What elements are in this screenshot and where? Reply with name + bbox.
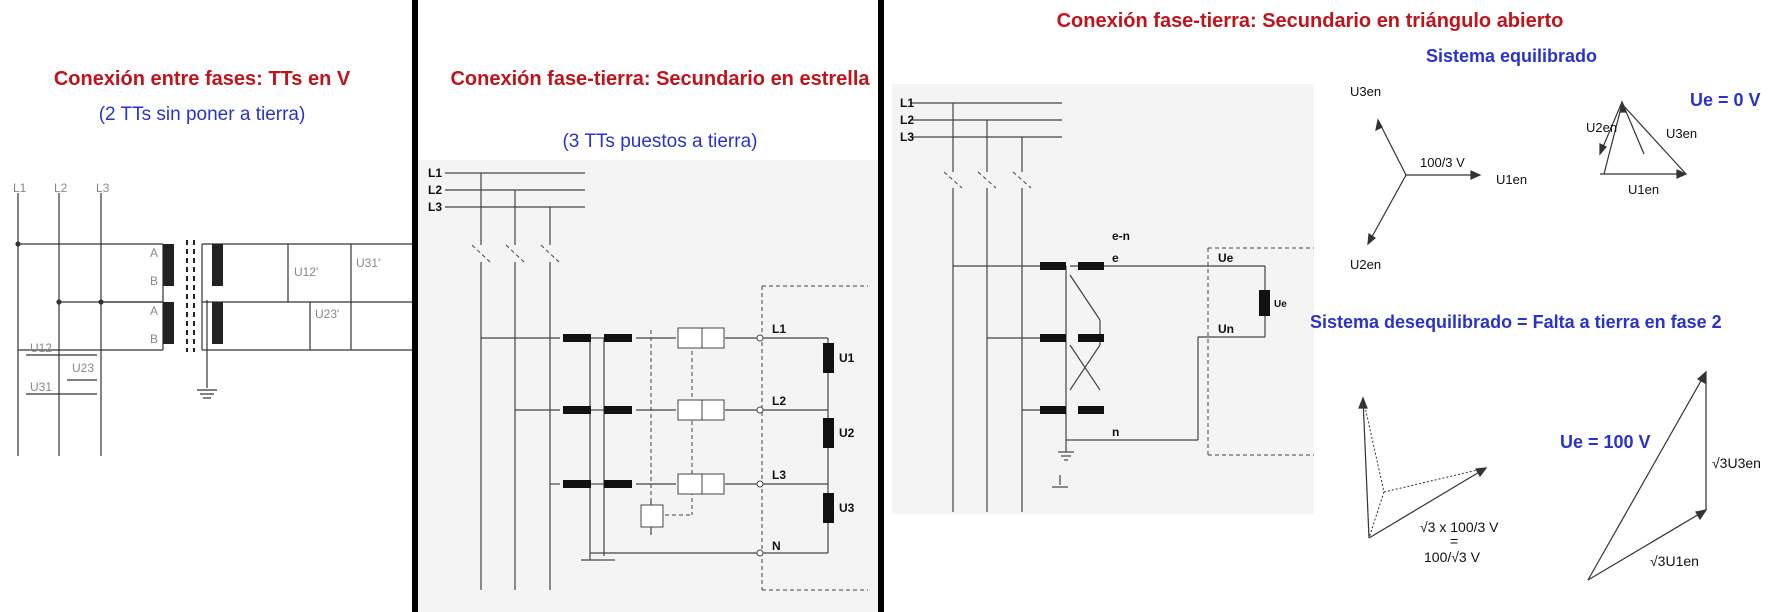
- p1-terminal-a1: A: [150, 246, 158, 260]
- panel3-open-delta-diagram: L1 L2 L3 e-n e n Ue Un Ue: [892, 84, 1314, 514]
- balanced-phasor-diagrams: U3en U1en U2en 100/3 V U2en U3en U1en: [1350, 84, 1697, 272]
- p2-meter-u3: U3: [839, 501, 855, 515]
- p1-terminal-b2: B: [150, 332, 158, 346]
- balanced-tri-u3en: U3en: [1666, 126, 1697, 141]
- p2-meter-u1: U1: [839, 351, 855, 365]
- p3-winding-label: e-n: [1112, 229, 1130, 243]
- p2-terminal-n: N: [772, 539, 781, 553]
- p3-terminal-e: e: [1112, 251, 1119, 265]
- unbalanced-heading: Sistema desequilibrado = Falta a tierra …: [1310, 312, 1722, 332]
- p1-line-label-2: L2: [54, 181, 68, 195]
- divider-left: [412, 0, 418, 612]
- balanced-tri-u2en: U2en: [1586, 120, 1617, 135]
- p2-line-label-1: L1: [428, 166, 442, 180]
- p3-line-label-1: L1: [900, 96, 914, 110]
- balanced-heading: Sistema equilibrado: [1426, 46, 1598, 66]
- p1-line-label-1: L1: [13, 181, 27, 195]
- p1-voltage-u31p: U31': [356, 256, 380, 270]
- p1-voltage-u23: U23: [72, 361, 94, 375]
- p1-voltage-u12p: U12': [294, 265, 318, 279]
- panel3-title: Conexión fase-tierra: Secundario en triá…: [1056, 10, 1564, 32]
- p2-line-label-2: L2: [428, 183, 442, 197]
- p3-line-label-3: L3: [900, 130, 914, 144]
- balanced-u3en-label: U3en: [1350, 84, 1381, 99]
- p1-line-label-3: L3: [96, 181, 110, 195]
- p2-meter-u2: U2: [839, 426, 855, 440]
- panel1-title: Conexión entre fases: TTs en V: [53, 68, 351, 90]
- balanced-ue-label: Ue = 0 V: [1690, 90, 1761, 110]
- unbalanced-side-bottom: √3U1en: [1650, 553, 1699, 569]
- panel1-subtitle: (2 TTs sin poner a tierra): [98, 104, 306, 125]
- balanced-u2en-label: U2en: [1350, 257, 1381, 272]
- panel2-title: Conexión fase-tierra: Secundario en estr…: [450, 68, 870, 90]
- unbalanced-side-right: √3U3en: [1712, 455, 1761, 471]
- balanced-tri-u1en: U1en: [1628, 182, 1659, 197]
- unbalanced-phasor-diagrams: √3 x 100/3 V = 100/√3 V √3U3en √3U1en: [1358, 370, 1761, 581]
- panel2-star-connection-diagram: L1 L2 L3 L1 L2 L3 N U1 U2 U3: [418, 160, 878, 612]
- p2-terminal-l1: L1: [772, 322, 786, 336]
- p3-line-label-2: L2: [900, 113, 914, 127]
- unbalanced-formula-eq: =: [1450, 533, 1458, 549]
- panel2-subtitle: (3 TTs puestos a tierra): [562, 131, 758, 152]
- balanced-star-value: 100/3 V: [1420, 155, 1465, 170]
- p2-terminal-l2: L2: [772, 394, 786, 408]
- unbalanced-ue-label: Ue = 100 V: [1560, 432, 1651, 452]
- p1-terminal-b1: B: [150, 274, 158, 288]
- p1-terminal-a2: A: [150, 304, 158, 318]
- p1-voltage-u12: U12: [30, 341, 52, 355]
- p3-meter-ue: Ue: [1274, 299, 1287, 310]
- p3-terminal-ue: Ue: [1218, 251, 1234, 265]
- p2-terminal-l3: L3: [772, 468, 786, 482]
- p2-line-label-3: L3: [428, 200, 442, 214]
- p3-terminal-un: Un: [1218, 322, 1234, 336]
- divider-right: [878, 0, 884, 612]
- p1-voltage-u31: U31: [30, 380, 52, 394]
- unbalanced-formula-top: √3 x 100/3 V: [1420, 519, 1499, 535]
- unbalanced-formula-bottom: 100/√3 V: [1424, 549, 1481, 565]
- balanced-u1en-label: U1en: [1496, 172, 1527, 187]
- p3-terminal-n: n: [1112, 425, 1119, 439]
- p1-voltage-u23p: U23': [315, 307, 339, 321]
- panel1-v-connection-diagram: L1 L2 L3 A B A B U12' U31' U23' U12 U23 …: [13, 181, 412, 456]
